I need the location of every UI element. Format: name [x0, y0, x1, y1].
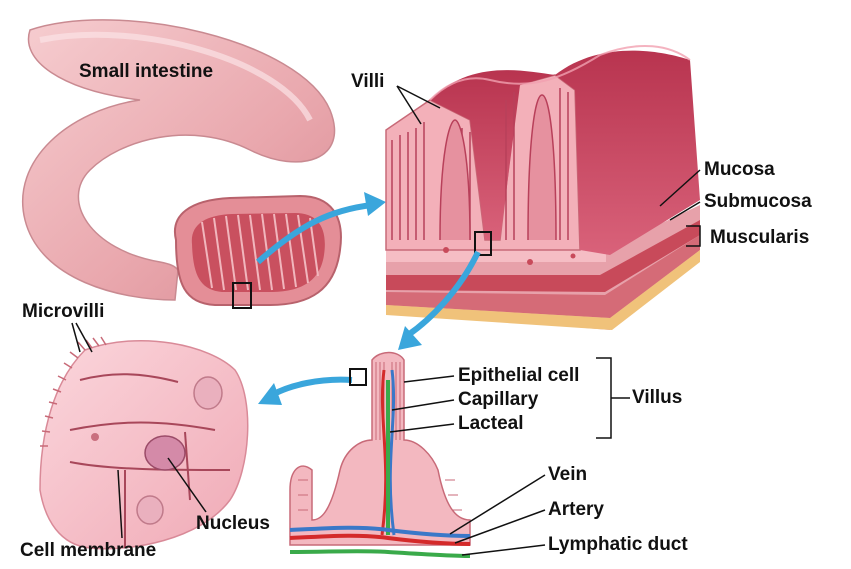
arrow-head-1 [364, 192, 386, 216]
label-small-intestine: Small intestine [79, 62, 213, 81]
label-submucosa: Submucosa [704, 192, 812, 211]
label-cell-membrane: Cell membrane [20, 541, 156, 560]
label-lymphatic-duct: Lymphatic duct [548, 535, 688, 554]
label-artery: Artery [548, 500, 604, 519]
label-vein: Vein [548, 465, 587, 484]
selection-box-villus [350, 369, 366, 385]
label-villi: Villi [351, 72, 384, 91]
label-microvilli: Microvilli [22, 302, 104, 321]
arrow-villus-to-cell [272, 380, 352, 395]
label-nucleus: Nucleus [196, 514, 270, 533]
label-epithelial-cell: Epithelial cell [458, 366, 579, 385]
label-mucosa: Mucosa [704, 160, 775, 179]
nucleus-shape [145, 436, 185, 470]
intestinal-wall-block [386, 46, 700, 330]
label-lacteal: Lacteal [458, 414, 523, 433]
label-villus: Villus [632, 388, 682, 407]
label-muscularis: Muscularis [710, 228, 809, 247]
intestine-cross-section [175, 196, 341, 308]
label-capillary: Capillary [458, 390, 538, 409]
